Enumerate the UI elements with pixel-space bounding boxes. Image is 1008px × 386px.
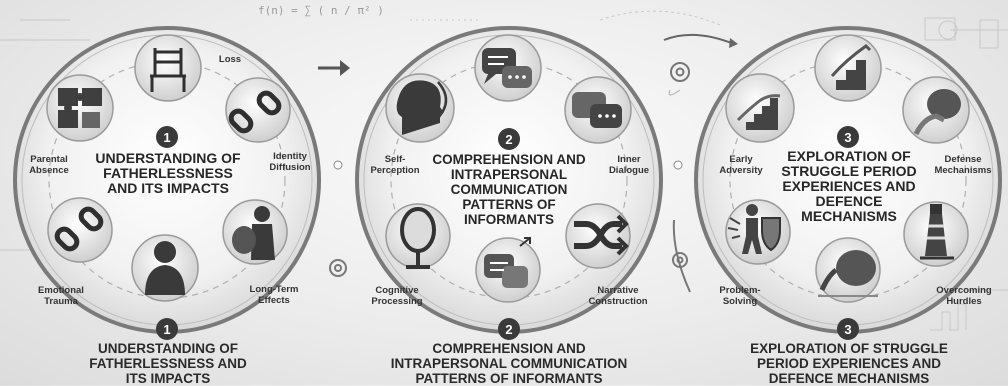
broken-link-icon — [54, 206, 104, 252]
s2-chat-node — [474, 34, 542, 102]
bottom-title-2: COMPREHENSION AND INTRAPERSONAL COMMUNIC… — [390, 341, 628, 386]
bottom-title-3: EXPLORATION OF STRUGGLE PERIOD EXPERIENC… — [750, 341, 948, 386]
chat-arrow-icon — [484, 237, 531, 288]
s2-label-cognitive-processing: Cognitive Processing — [371, 285, 423, 307]
boulder-hand-icon — [913, 89, 961, 136]
s3-steps-node — [814, 34, 882, 102]
section-2-title: COMPREHENSION AND INTRAPERSONAL COMMUNIC… — [432, 152, 586, 227]
broken-chain-icon — [228, 90, 282, 134]
s2-label-inner-dialogue: Inner Dialogue — [608, 154, 650, 176]
s1-backpack-node — [222, 199, 288, 265]
boulder-push-icon — [818, 250, 878, 297]
s3-label-defense-mechanisms: Defense Mechanisms — [934, 154, 992, 176]
bottom-number-2: 2 — [498, 318, 520, 340]
puzzle-icon — [58, 88, 102, 128]
gear-icon — [329, 62, 690, 277]
section-1-number: 1 — [156, 126, 178, 148]
shield-person-icon — [727, 204, 781, 254]
chat-bubbles-icon — [482, 48, 532, 88]
s1-label-emotional-trauma: Emotional Trauma — [38, 285, 84, 307]
backpack-person-icon — [232, 206, 275, 260]
s2-speech-node — [564, 76, 632, 144]
s2-label-self-perception: Self-Perception — [370, 154, 420, 176]
s1-label-loss: Loss — [218, 54, 242, 65]
s3-label-early-adversity: Early Adversity — [719, 154, 763, 176]
shuffle-arrows-icon — [574, 214, 629, 256]
section-1-title: UNDERSTANDING OF FATHERLESSNESS AND ITS … — [95, 150, 241, 196]
stairs-icon — [736, 94, 781, 130]
s3-shield-node — [725, 199, 791, 265]
bottom-title-1: UNDERSTANDING OF FATHERLESSNESS AND ITS … — [89, 341, 247, 386]
s1-broken-chain-node — [225, 77, 291, 143]
s1-label-parental-absence: Parental Absence — [29, 154, 69, 176]
s1-label-identity-diffusion: Identity Diffusion — [269, 151, 311, 173]
s3-stairs-node — [725, 73, 795, 143]
s3-label-problem-solving: Problem-Solving — [719, 285, 761, 307]
s1-chair-node — [134, 34, 202, 102]
s1-sad-person-node — [131, 234, 199, 302]
s1-puzzle-node — [46, 74, 114, 142]
bottom-number-3: 3 — [837, 318, 859, 340]
bottom-number-1: 1 — [156, 318, 178, 340]
background-formula: f(n) = ∑ ( n / π² ) — [258, 4, 384, 17]
s2-mirror-node — [385, 203, 451, 269]
s3-boulder-hand-node — [902, 76, 970, 144]
chair-icon — [150, 48, 186, 92]
s1-broken-link-node — [47, 197, 113, 263]
s2-head-node — [385, 73, 455, 143]
lighthouse-icon — [920, 204, 954, 260]
s2-shuffle-node — [565, 203, 631, 269]
speech-bubble-icon — [572, 92, 622, 128]
s2-label-narrative-construction: Narrative Construction — [588, 285, 648, 307]
sad-person-icon — [145, 241, 185, 295]
s2-chat-arrow-node — [475, 237, 541, 303]
section-3-number: 3 — [837, 126, 859, 148]
s1-label-long-term-effects: Long-Term Effects — [249, 284, 299, 306]
section-3-title: EXPLORATION OF STRUGGLE PERIOD EXPERIENC… — [781, 148, 917, 224]
s3-boulder-push-node — [815, 237, 881, 303]
s3-lighthouse-node — [903, 201, 969, 267]
s3-label-overcoming-hurdles: Overcoming Hurdles — [936, 285, 992, 307]
steps-icon — [826, 44, 872, 90]
head-waves-icon — [396, 80, 448, 135]
mirror-icon — [400, 207, 436, 269]
section-2-number: 2 — [498, 128, 520, 150]
